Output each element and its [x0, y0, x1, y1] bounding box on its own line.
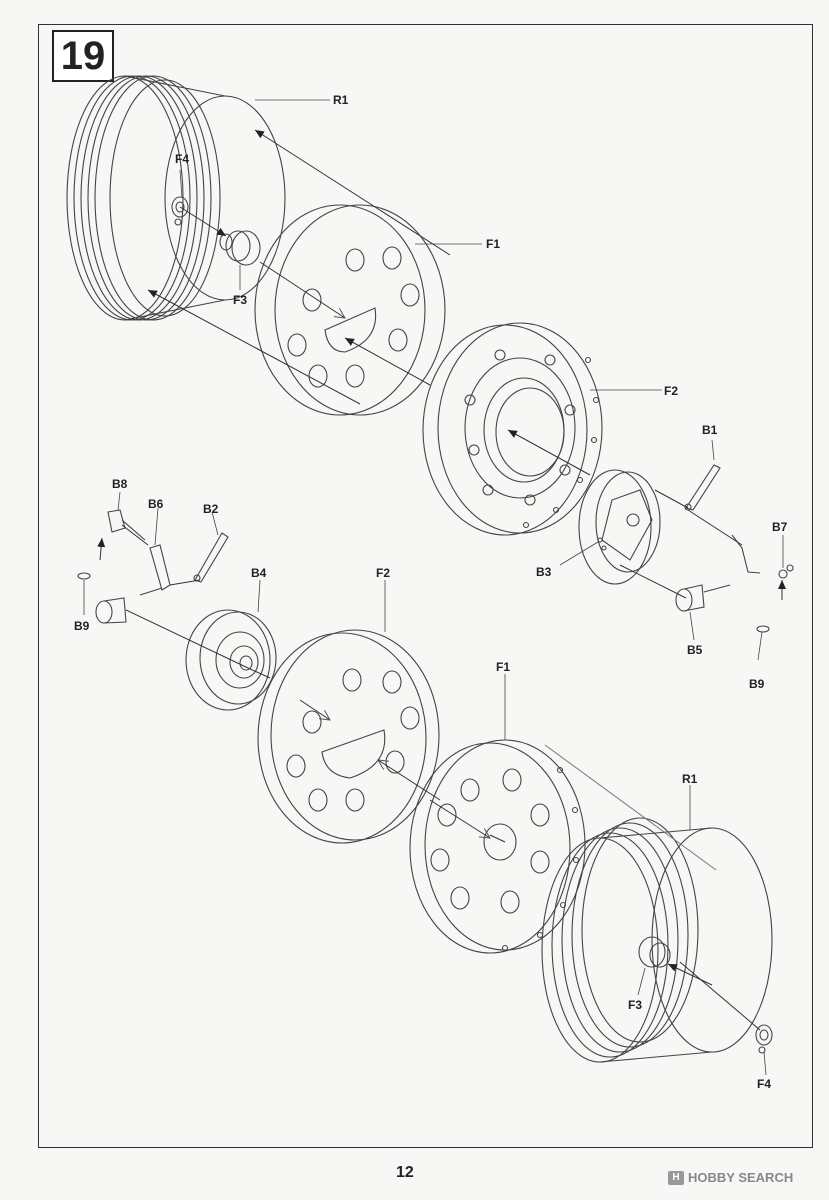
label-b7: B7 — [772, 520, 788, 534]
drum-b4 — [185, 609, 277, 711]
label-f3-top: F3 — [233, 293, 248, 307]
arm-b6 — [139, 544, 171, 596]
label-r1-bottom: R1 — [682, 772, 698, 786]
label-r1-top: R1 — [333, 93, 349, 107]
lever-b1 — [684, 464, 721, 511]
leader-lines — [83, 99, 784, 1076]
hobby-search-logo-icon: H — [668, 1170, 684, 1185]
watermark: H HOBBY SEARCH — [668, 1170, 793, 1185]
label-b3: B3 — [536, 565, 552, 579]
brake-plate-b3 — [578, 469, 661, 585]
clip-b9-left — [77, 572, 91, 580]
wheel-disc-f1-top — [254, 204, 446, 416]
part-b7 — [731, 534, 794, 579]
wheel-disc-f2-bottom — [257, 629, 440, 844]
label-f1-bottom: F1 — [496, 660, 511, 674]
label-b9-right: B9 — [749, 677, 765, 691]
page-number: 12 — [396, 1164, 414, 1181]
label-f2-top: F2 — [664, 384, 679, 398]
part-f4-top — [171, 196, 189, 226]
wheel-disc-f2-top — [422, 322, 603, 536]
label-b8: B8 — [112, 477, 128, 491]
lever-b2 — [193, 532, 229, 583]
wheel-disc-f1-bottom — [409, 739, 586, 954]
label-f3-bottom: F3 — [628, 998, 643, 1012]
part-b8 — [107, 509, 146, 541]
part-f3-bottom — [638, 936, 671, 968]
label-b1: B1 — [702, 423, 718, 437]
step-number: 19 — [52, 30, 114, 82]
label-b4: B4 — [251, 566, 267, 580]
label-b6: B6 — [148, 497, 164, 511]
label-b5: B5 — [687, 643, 703, 657]
cylinder-b5 — [675, 584, 731, 612]
label-f4-bottom: F4 — [757, 1077, 772, 1091]
label-f1-top: F1 — [486, 237, 501, 251]
cylinder-left — [95, 597, 127, 624]
page-frame — [38, 24, 813, 1148]
label-b2: B2 — [203, 502, 219, 516]
tire-r1-bottom — [541, 817, 773, 1063]
part-f4-bottom — [755, 1024, 773, 1054]
label-b9-left: B9 — [74, 619, 90, 633]
part-f3-top — [219, 230, 261, 266]
tire-r1-top — [66, 75, 286, 321]
assembly-arrows — [97, 129, 786, 1031]
label-f4-top: F4 — [175, 152, 190, 166]
clip-b9-right — [756, 625, 770, 633]
watermark-text: HOBBY SEARCH — [688, 1170, 794, 1185]
label-f2-bottom: F2 — [376, 566, 391, 580]
